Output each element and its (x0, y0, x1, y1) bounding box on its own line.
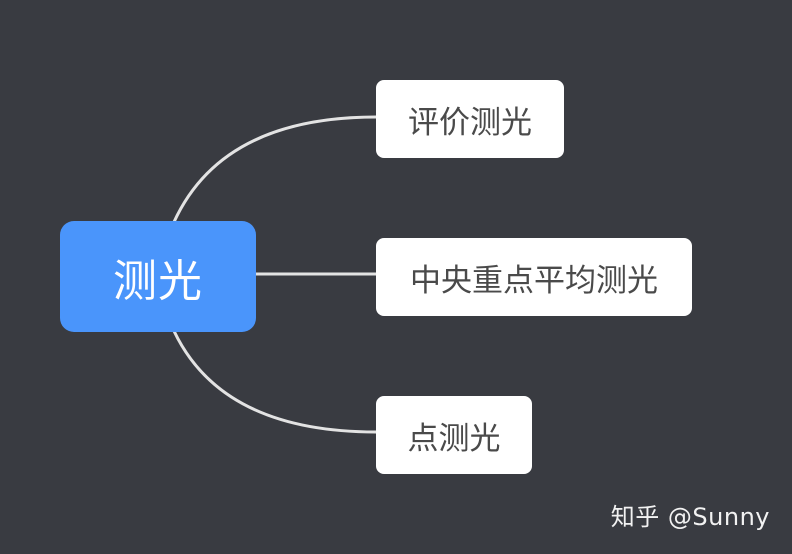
child-node-label: 中央重点平均测光 (410, 262, 658, 299)
child-node-center-weighted-metering[interactable]: 中央重点平均测光 (376, 238, 692, 316)
connector-to-child-3 (172, 329, 378, 434)
child-node-evaluative-metering[interactable]: 评价测光 (376, 80, 564, 158)
child-node-label: 点测光 (407, 420, 501, 457)
child-node-spot-metering[interactable]: 点测光 (376, 396, 532, 474)
root-node[interactable]: 测光 (60, 221, 256, 332)
watermark: 知乎 @Sunny (610, 503, 770, 531)
root-node-label: 测光 (113, 255, 203, 307)
child-node-label: 评价测光 (408, 104, 532, 141)
connector-to-child-1 (172, 115, 378, 224)
